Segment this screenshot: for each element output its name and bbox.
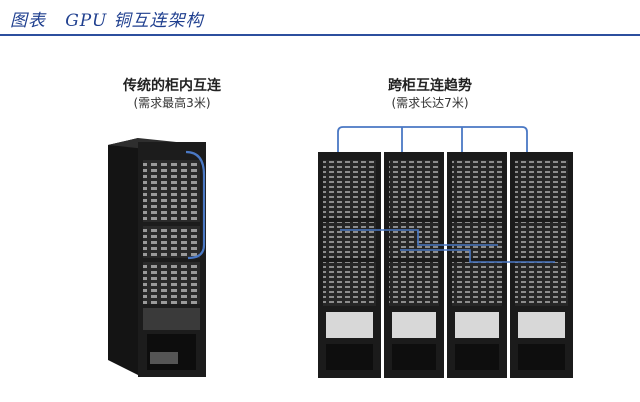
left-caption-title: 传统的柜内互连 <box>123 78 221 94</box>
rack-equipment-base <box>143 308 200 330</box>
right-caption-note: (需求长达7米) <box>391 96 469 110</box>
right-caption-title: 跨柜互连趋势 <box>388 78 472 94</box>
rack-1 <box>318 152 381 378</box>
cross-rack-top-cable <box>337 126 528 152</box>
left-caption-note: (需求最高3米) <box>133 96 211 110</box>
title-divider <box>0 34 640 36</box>
figure-title-text: GPU 铜互连架构 <box>65 11 204 31</box>
right-caption: 跨柜互连趋势 (需求长达7米) <box>350 77 510 111</box>
left-caption: 传统的柜内互连 (需求最高3米) <box>92 77 252 111</box>
cross-rack-mid-cable-a <box>340 229 498 246</box>
rack-equipment-middle <box>143 226 200 258</box>
rack-3 <box>447 152 507 378</box>
rack-power-unit <box>150 352 178 364</box>
rack-4 <box>510 152 573 378</box>
rack-equipment-upper <box>143 160 200 222</box>
rack-equipment-lower <box>143 262 200 304</box>
figure-title: 图表 GPU 铜互连架构 <box>10 6 204 31</box>
figure-label: 图表 <box>10 11 46 31</box>
rack-side-panel <box>108 138 138 375</box>
in-rack-copper-cable <box>185 150 206 260</box>
rack-2 <box>384 152 444 378</box>
cross-rack-mid-cable-b <box>400 249 555 263</box>
